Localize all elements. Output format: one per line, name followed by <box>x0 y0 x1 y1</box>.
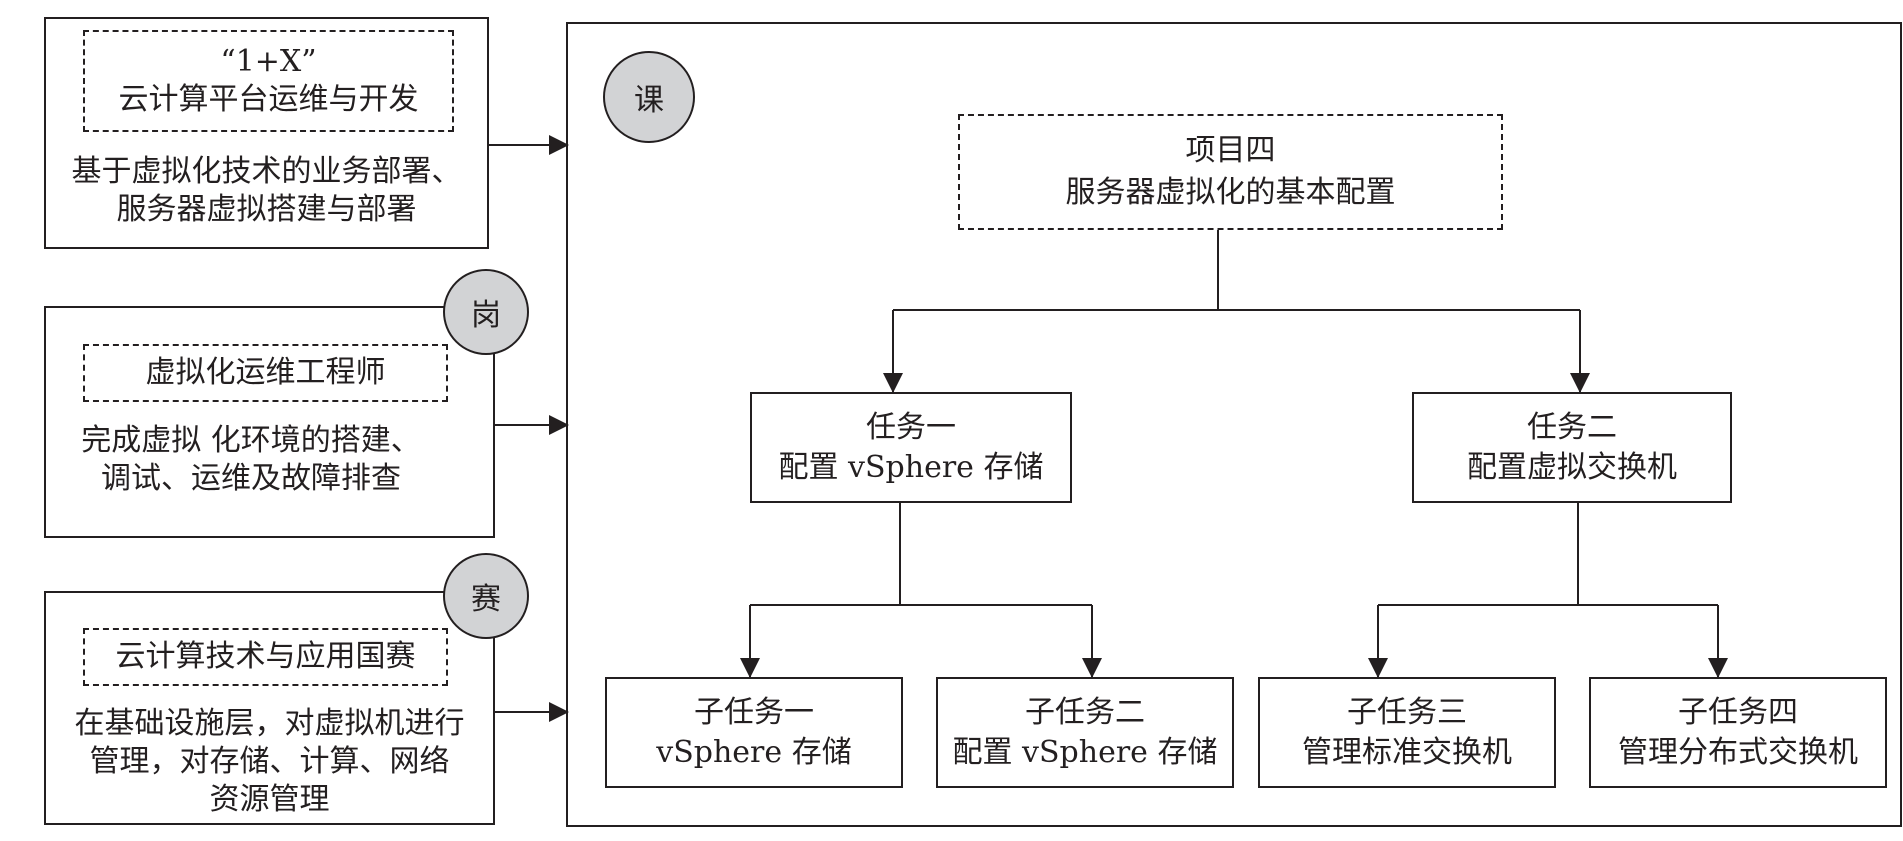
subtask-1-line-2: vSphere 存储 <box>656 734 852 770</box>
panel-job-title: 虚拟化运维工程师 <box>145 355 386 390</box>
project-line-1: 项目四 <box>1185 133 1276 168</box>
task-1-line-1: 任务一 <box>866 409 956 445</box>
panel-job: 虚拟化运维工程师 完成虚拟 化环境的搭建、 调试、运维及故障排查 <box>44 306 495 538</box>
panel-job-description: 完成虚拟 化环境的搭建、 调试、运维及故障排查 <box>51 422 451 498</box>
panel-contest-description: 在基础设施层，对虚拟机进行 管理，对存储、计算、网络 资源管理 <box>44 705 495 819</box>
subtask-4-line-1: 子任务四 <box>1678 694 1798 730</box>
task-2-line-1: 任务二 <box>1527 409 1617 445</box>
panel-1x-title-line-2: 云计算平台运维与开发 <box>118 82 419 117</box>
panel-contest-desc-line-2: 管理，对存储、计算、网络 <box>89 744 450 779</box>
panel-contest-title: 云计算技术与应用国赛 <box>115 639 416 674</box>
panel-contest-title-box: 云计算技术与应用国赛 <box>83 628 448 686</box>
subtask-3-line-2: 管理标准交换机 <box>1302 734 1512 770</box>
task-1: 任务一 配置 vSphere 存储 <box>750 392 1072 503</box>
badge-course: 课 <box>603 51 695 143</box>
panel-job-title-box: 虚拟化运维工程师 <box>83 344 448 402</box>
badge-job-label: 岗 <box>471 298 501 333</box>
panel-1x-certificate: “1+X” 云计算平台运维与开发 基于虚拟化技术的业务部署、 服务器虚拟搭建与部… <box>44 17 489 249</box>
panel-1x-description: 基于虚拟化技术的业务部署、 服务器虚拟搭建与部署 <box>44 153 489 229</box>
panel-contest: 云计算技术与应用国赛 在基础设施层，对虚拟机进行 管理，对存储、计算、网络 资源… <box>44 591 495 825</box>
subtask-2: 子任务二 配置 vSphere 存储 <box>936 677 1234 788</box>
task-1-line-2: 配置 vSphere 存储 <box>778 449 1044 485</box>
panel-job-desc-line-2: 调试、运维及故障排查 <box>101 461 401 496</box>
subtask-1: 子任务一 vSphere 存储 <box>605 677 903 788</box>
subtask-2-line-2: 配置 vSphere 存储 <box>952 734 1218 770</box>
panel-1x-desc-line-1: 基于虚拟化技术的业务部署、 <box>71 154 462 189</box>
panel-contest-desc-line-3: 资源管理 <box>209 782 330 817</box>
project-line-2: 服务器虚拟化的基本配置 <box>1065 175 1396 210</box>
panel-1x-desc-line-2: 服务器虚拟搭建与部署 <box>116 192 417 227</box>
panel-1x-title-box: “1+X” 云计算平台运维与开发 <box>83 30 454 132</box>
badge-job: 岗 <box>443 269 529 355</box>
panel-contest-desc-line-1: 在基础设施层，对虚拟机进行 <box>74 706 465 741</box>
badge-course-label: 课 <box>634 83 664 118</box>
task-2: 任务二 配置虚拟交换机 <box>1412 392 1732 503</box>
panel-1x-title-line-1: “1+X” <box>220 44 317 79</box>
badge-contest-label: 赛 <box>471 582 501 617</box>
subtask-2-line-1: 子任务二 <box>1025 694 1145 730</box>
subtask-4-line-2: 管理分布式交换机 <box>1618 734 1858 770</box>
project-box: 项目四 服务器虚拟化的基本配置 <box>958 114 1503 230</box>
subtask-1-line-1: 子任务一 <box>694 694 814 730</box>
subtask-3-line-1: 子任务三 <box>1347 694 1467 730</box>
task-2-line-2: 配置虚拟交换机 <box>1467 449 1677 485</box>
subtask-3: 子任务三 管理标准交换机 <box>1258 677 1556 788</box>
subtask-4: 子任务四 管理分布式交换机 <box>1589 677 1887 788</box>
badge-contest: 赛 <box>443 553 529 639</box>
course-panel <box>566 22 1902 827</box>
panel-job-desc-line-1: 完成虚拟 化环境的搭建、 <box>81 423 421 458</box>
